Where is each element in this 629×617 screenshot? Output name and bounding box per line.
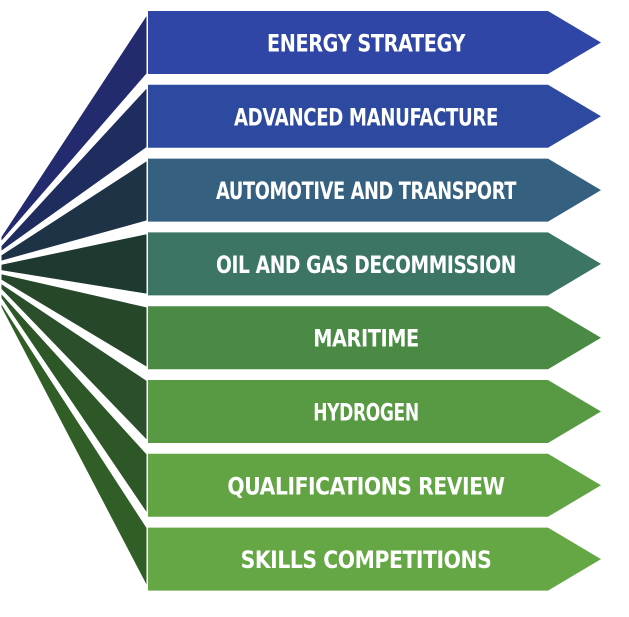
arrow-band-shape	[148, 453, 601, 517]
arrow-band: HYDROGEN	[148, 380, 601, 443]
arrow-band: AUTOMOTIVE AND TRANSPORT	[148, 158, 601, 222]
band-label: AUTOMOTIVE AND TRANSPORT	[216, 177, 517, 205]
arrow-band: ADVANCED MANUFACTURE	[148, 84, 601, 148]
arrow-band-shape	[148, 527, 601, 591]
arrow-bands: ENERGY STRATEGY ADVANCED MANUFACTURE AUTOM…	[148, 11, 601, 591]
arrow-band-shape	[148, 11, 601, 74]
arrow-band-shape	[148, 158, 601, 222]
arrow-band-shape	[148, 84, 601, 148]
band-label: SKILLS COMPETITIONS	[241, 546, 492, 574]
arrow-band: ENERGY STRATEGY	[148, 11, 601, 74]
band-label: ENERGY STRATEGY	[267, 30, 466, 58]
band-label: ADVANCED MANUFACTURE	[234, 103, 498, 131]
band-label: HYDROGEN	[313, 399, 419, 427]
band-label: OIL AND GAS DECOMMISSION	[216, 251, 516, 279]
band-label: MARITIME	[313, 325, 419, 353]
arrow-band-shape	[148, 232, 601, 296]
arrow-band: MARITIME	[148, 306, 601, 370]
perspective-sides	[0, 9, 150, 593]
arrow-band: QUALIFICATIONS REVIEW	[148, 453, 601, 517]
band-label: QUALIFICATIONS REVIEW	[227, 472, 504, 500]
arrow-band-shape	[148, 306, 601, 370]
arrow-band: OIL AND GAS DECOMMISSION	[148, 232, 601, 296]
arrow-band: SKILLS COMPETITIONS	[148, 527, 601, 591]
arrow-band-shape	[148, 380, 601, 443]
